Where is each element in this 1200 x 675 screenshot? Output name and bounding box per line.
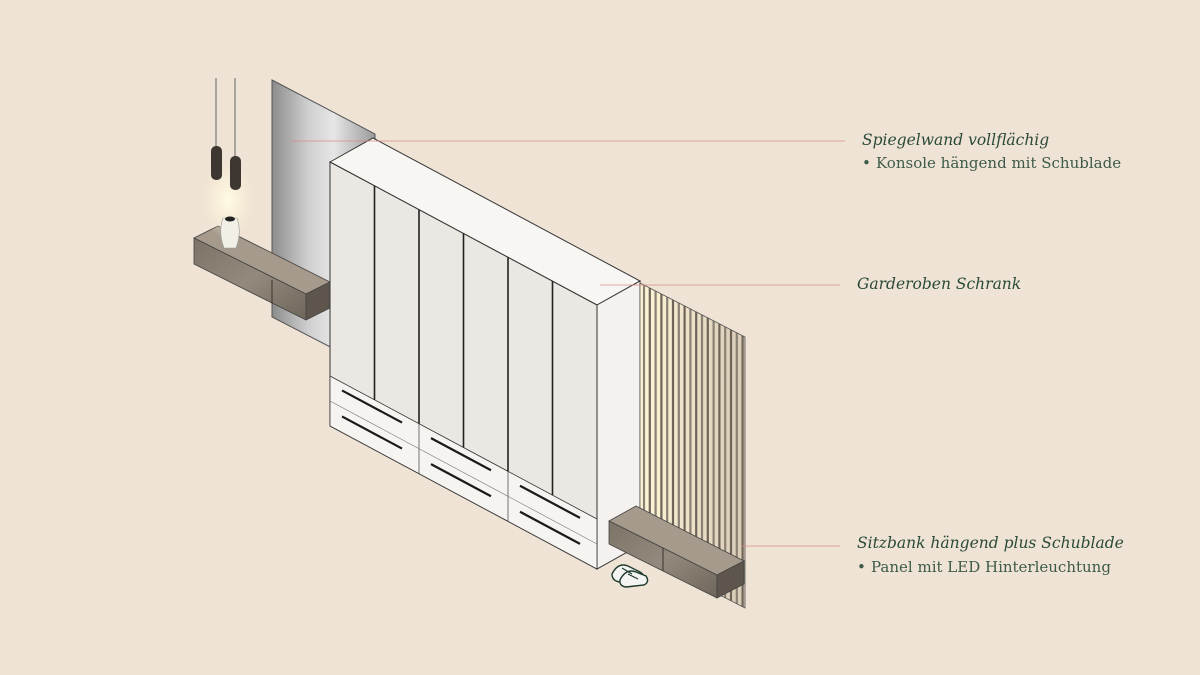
pendant-lamp-icon <box>202 78 254 249</box>
annotation-title-wardrobe: Garderoben Schrank <box>857 275 1022 293</box>
wardrobe <box>328 137 642 570</box>
drawer-handle <box>430 463 492 498</box>
annotation-subitem-console: •Konsole hängend mit Schublade <box>862 154 1122 172</box>
wardrobe-doors <box>373 185 554 496</box>
annotation-title-bench: Sitzbank hängend plus Schublade <box>857 534 1124 552</box>
drawer-handle <box>519 510 581 545</box>
drawer-handle <box>519 484 581 519</box>
drawer-handle <box>341 415 403 450</box>
drawer-handle <box>341 389 403 424</box>
annotation-title-mirror: Spiegelwand vollflächig <box>862 131 1050 149</box>
hanging-bench <box>608 505 745 599</box>
annotation-subitem-panel: •Panel mit LED Hinterleuchtung <box>857 558 1111 576</box>
wardrobe-drawers <box>329 389 598 545</box>
drawer-handle <box>430 437 492 472</box>
leader-lines <box>291 140 845 547</box>
sneakers-icon <box>611 564 649 588</box>
